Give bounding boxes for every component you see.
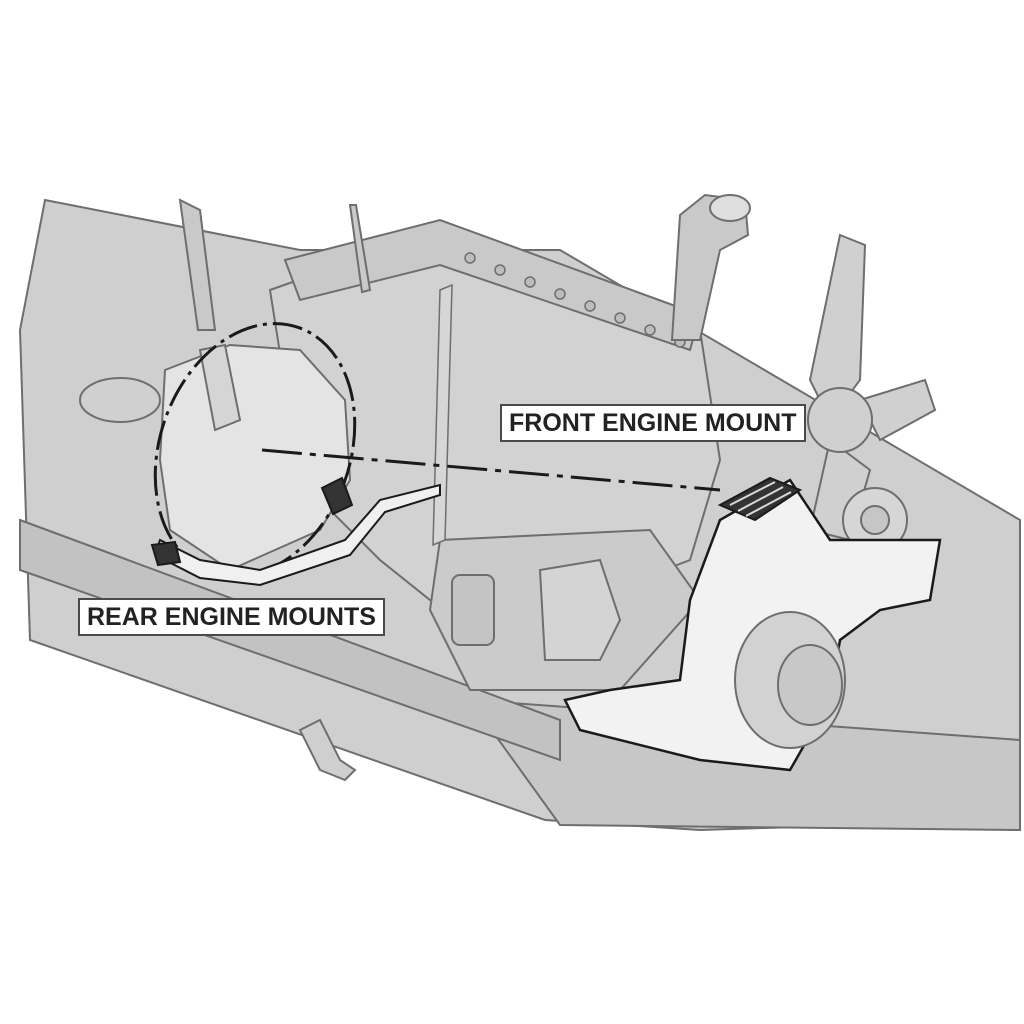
head-bolts xyxy=(464,252,686,348)
dipstick-tube xyxy=(178,198,217,331)
rear-mount-pad xyxy=(320,476,354,516)
breather-pipe xyxy=(348,204,372,294)
rear-mount-pad-left xyxy=(150,540,182,567)
rear-mount-bracket xyxy=(153,483,441,587)
fan xyxy=(807,233,937,542)
fuel-line xyxy=(432,283,453,547)
frame-rail-lower xyxy=(19,518,561,762)
cylinder-head xyxy=(283,218,702,352)
rear-engine-mounts-label: REAR ENGINE MOUNTS xyxy=(78,598,385,636)
frame-bracket xyxy=(298,718,357,782)
water-outlet xyxy=(670,193,750,341)
fuel-pump xyxy=(538,558,622,661)
rear-output-flange xyxy=(79,377,161,423)
front-engine-mount-label: FRONT ENGINE MOUNT xyxy=(500,404,806,442)
oil-filter xyxy=(451,574,495,646)
leader-line xyxy=(261,448,721,492)
